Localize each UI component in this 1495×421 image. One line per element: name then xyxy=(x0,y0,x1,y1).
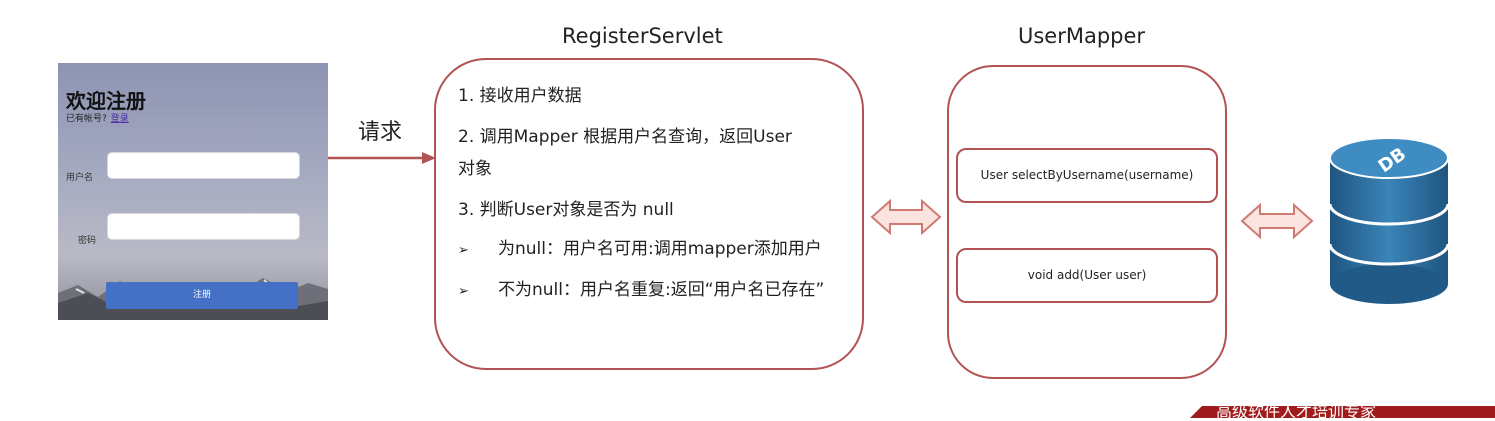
mapper-box xyxy=(947,65,1227,379)
servlet-mapper-double-arrow xyxy=(870,198,942,236)
login-link[interactable]: 登录 xyxy=(110,114,129,124)
database-icon: DB xyxy=(1328,137,1450,304)
bullet-arrow-icon: ➢ xyxy=(458,243,469,258)
bullet-arrow-icon: ➢ xyxy=(458,284,469,299)
password-label: 密码 xyxy=(78,236,97,246)
null-case-text: 为null：用户名可用:调用mapper添加用户 xyxy=(498,239,822,259)
request-arrow xyxy=(328,152,436,164)
servlet-step-3-null-case: ➢ 为null：用户名可用:调用mapper添加用户 xyxy=(458,234,822,259)
servlet-step-2-continued: 对象 xyxy=(458,159,492,179)
has-account-text: 已有帐号? xyxy=(66,114,107,124)
username-label: 用户名 xyxy=(66,173,94,183)
register-button[interactable]: 注册 xyxy=(106,282,298,309)
register-form-panel: 欢迎注册 已有帐号?登录 用户名 密码 注册 xyxy=(58,63,328,320)
servlet-title: RegisterServlet xyxy=(562,24,723,48)
servlet-box xyxy=(434,58,864,370)
form-subtitle: 已有帐号?登录 xyxy=(66,111,129,124)
username-input[interactable] xyxy=(107,152,300,179)
servlet-step-1: 1. 接收用户数据 xyxy=(458,86,582,106)
not-null-case-text: 不为null：用户名重复:返回“用户名已存在” xyxy=(498,280,825,300)
request-label: 请求 xyxy=(358,120,403,145)
password-input[interactable] xyxy=(107,213,300,240)
footer-text: 高级软件人才培训专家 xyxy=(1216,402,1377,421)
form-title: 欢迎注册 xyxy=(66,89,146,113)
select-by-username-method: User selectByUsername(username) xyxy=(956,148,1218,203)
footer-ribbon xyxy=(1190,406,1495,418)
servlet-step-3: 3. 判断User对象是否为 null xyxy=(458,200,674,220)
add-user-method: void add(User user) xyxy=(956,248,1218,303)
servlet-step-2: 2. 调用Mapper 根据用户名查询，返回User xyxy=(458,127,792,147)
servlet-step-3-not-null-case: ➢ 不为null：用户名重复:返回“用户名已存在” xyxy=(458,275,824,300)
mapper-title: UserMapper xyxy=(1018,24,1146,48)
mapper-db-double-arrow xyxy=(1240,202,1314,240)
